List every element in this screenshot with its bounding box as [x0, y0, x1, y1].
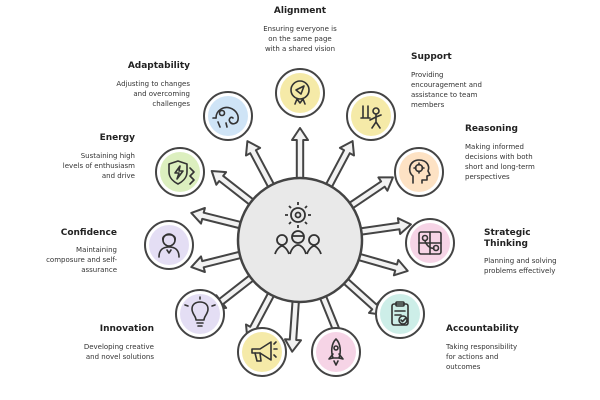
quality-nodes	[144, 68, 455, 377]
node-adaptability	[203, 91, 253, 141]
head-gears-icon	[408, 159, 431, 184]
node-fill	[149, 225, 189, 265]
alignment-description: Ensuring everyone is on the same page wi…	[263, 25, 337, 53]
confidence-description: Maintaining composure and self- assuranc…	[46, 246, 117, 274]
person-icon	[158, 233, 180, 258]
node-rocket	[311, 327, 361, 377]
node-fill	[242, 332, 282, 372]
node-reasoning	[394, 147, 444, 197]
node-confidence	[144, 220, 194, 270]
node-fill	[180, 294, 220, 334]
node-fill	[380, 294, 420, 334]
strategy-board-icon	[418, 231, 442, 255]
support-title: Support	[411, 52, 452, 62]
node-strategic-thinking	[405, 218, 455, 268]
node-fill	[351, 96, 391, 136]
clipboard-check-icon	[391, 301, 409, 326]
node-fill	[208, 96, 248, 136]
team-gear-icon	[274, 202, 322, 255]
adaptability-title: Adaptability	[127, 61, 190, 71]
megaphone-icon	[251, 341, 278, 362]
node-accountability	[375, 289, 425, 339]
node-energy	[155, 147, 205, 197]
node-innovation	[175, 289, 225, 339]
innovation-title: Innovation	[99, 324, 154, 334]
confidence-title: Confidence	[60, 228, 117, 238]
node-alignment	[275, 68, 325, 118]
innovation-description: Developing creative and novel solutions	[83, 343, 154, 361]
accountability-description: Taking responsibility for actions and ou…	[446, 343, 518, 371]
chameleon-icon	[212, 106, 239, 128]
rocket-icon	[328, 338, 344, 366]
alignment-title: Alignment	[273, 6, 327, 16]
node-support	[346, 91, 396, 141]
reasoning-description: Making informed decisions with both shor…	[465, 143, 535, 181]
central-hub	[236, 176, 364, 304]
compass-icon	[290, 80, 310, 105]
strategic-thinking-description: Planning and solving problems effectivel…	[484, 257, 557, 275]
adaptability-description: Adjusting to changes and overcoming chal…	[116, 80, 190, 108]
energy-description: Sustaining high levels of enthusiasm and…	[62, 152, 135, 180]
shield-bolt-icon	[168, 160, 195, 185]
node-megaphone	[237, 327, 287, 377]
node-fill	[316, 332, 356, 372]
helping-hand-icon	[360, 105, 382, 129]
lightbulb-icon	[184, 296, 216, 327]
node-fill	[160, 152, 200, 192]
accountability-title: Accountability	[446, 324, 519, 334]
reasoning-title: Reasoning	[465, 124, 518, 134]
strategic-thinking-title: Strategic Thinking	[484, 228, 531, 249]
hub-circle	[236, 176, 364, 304]
energy-title: Energy	[99, 133, 135, 143]
support-description: Providing encouragement and assistance t…	[411, 71, 482, 109]
